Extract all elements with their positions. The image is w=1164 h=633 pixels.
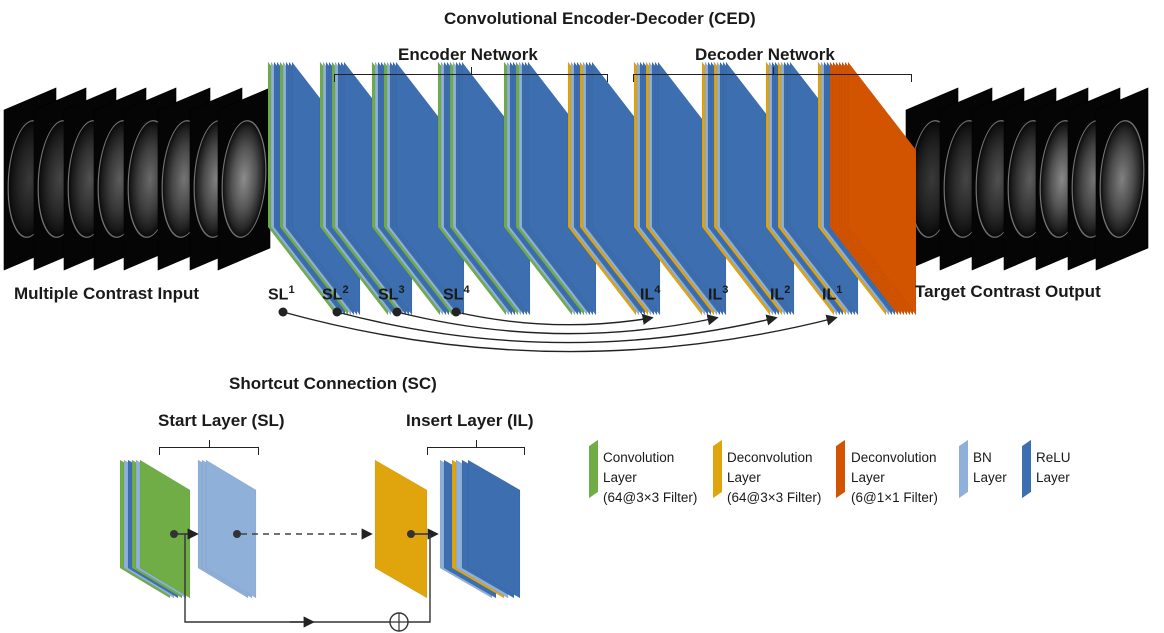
sc-dot-mid bbox=[233, 530, 241, 538]
legend-chip-bn bbox=[959, 439, 968, 499]
diagram-title: Convolutional Encoder-Decoder (CED) bbox=[444, 9, 756, 28]
sc-merge-line bbox=[408, 534, 431, 623]
network-layers bbox=[267, 61, 917, 316]
shortcut-insert-brace bbox=[427, 440, 525, 455]
output-label: Target Contrast Output bbox=[915, 282, 1101, 301]
start-layer-label-3: SL3 bbox=[378, 284, 405, 304]
mri-output-stack bbox=[905, 87, 1149, 271]
brain-outline bbox=[221, 120, 267, 238]
encoder-label: Encoder Network bbox=[398, 45, 538, 64]
mri-input-stack bbox=[3, 87, 271, 271]
sc-insert-plate bbox=[467, 459, 521, 599]
brain-image bbox=[1100, 120, 1144, 238]
shortcut-start-label: Start Layer (SL) bbox=[158, 411, 285, 430]
skip-connection-arcs bbox=[278, 307, 838, 353]
start-layer-label-4: SL4 bbox=[443, 284, 470, 304]
sc-insert-deconv bbox=[374, 459, 428, 599]
brain-outline bbox=[1099, 120, 1145, 238]
legend-chip-relu bbox=[1022, 439, 1031, 499]
skip-arc bbox=[282, 311, 838, 353]
shortcut-title: Shortcut Connection (SC) bbox=[229, 374, 437, 393]
insert-layer-label-4: IL4 bbox=[640, 284, 661, 304]
encoder-brace bbox=[334, 67, 608, 82]
start-layer-label-2: SL2 bbox=[322, 284, 349, 304]
sc-start-bn-plate bbox=[205, 459, 257, 599]
layer-plate bbox=[847, 61, 917, 316]
start-layer-label-1: SL1 bbox=[268, 284, 295, 304]
sc-start-plate bbox=[139, 459, 191, 599]
sc-bypass-line bbox=[184, 534, 390, 623]
shortcut-insert-label: Insert Layer (IL) bbox=[406, 411, 534, 430]
shortcut-start-brace bbox=[159, 440, 259, 455]
legend-chip-deconv-final bbox=[836, 439, 845, 499]
insert-layer-label-2: IL2 bbox=[770, 284, 791, 304]
shortcut-detail bbox=[119, 459, 521, 632]
insert-layer-label-1: IL1 bbox=[822, 284, 843, 304]
legend-chip-conv bbox=[589, 439, 598, 499]
skip-arc bbox=[455, 311, 654, 326]
brain-image bbox=[222, 120, 266, 238]
decoder-label: Decoder Network bbox=[695, 45, 835, 64]
legend-chip-deconv bbox=[713, 439, 722, 499]
input-label: Multiple Contrast Input bbox=[14, 284, 200, 303]
insert-layer-label-3: IL3 bbox=[708, 284, 729, 304]
decoder-brace bbox=[633, 67, 912, 82]
skip-arc bbox=[396, 311, 719, 335]
skip-arc bbox=[336, 311, 778, 344]
